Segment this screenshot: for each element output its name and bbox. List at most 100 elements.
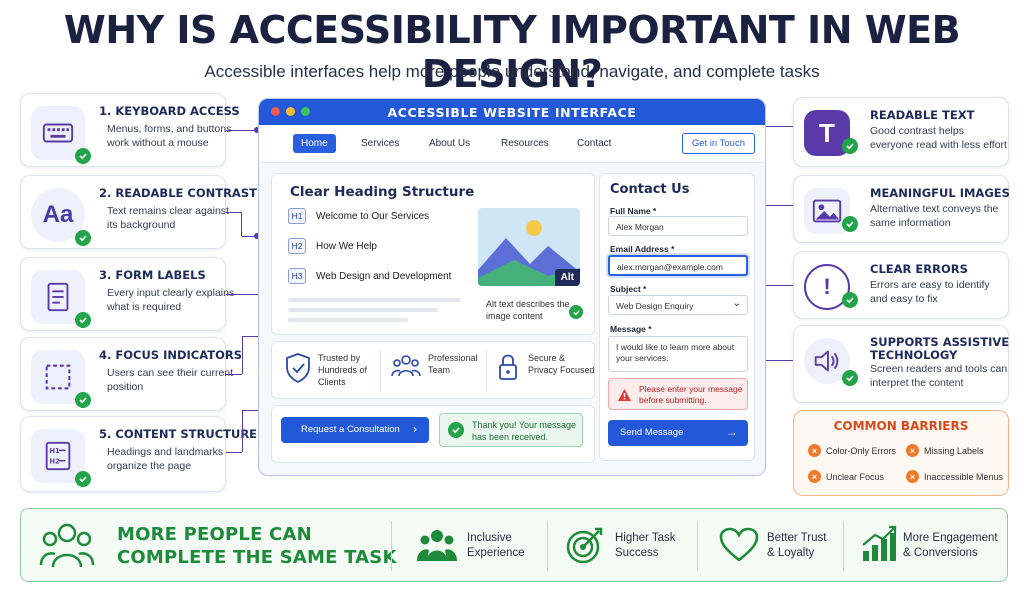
card-meaningful-images: MEANINGFUL IMAGES Alternative text conve… [793,175,1010,243]
browser-title: ACCESSIBLE WEBSITE INTERFACE [387,105,637,120]
barrier-item: ×Inaccessible Menus [906,470,1003,483]
card-text: Headings and landmarks organize the page [107,446,224,472]
connector-dot [254,233,260,239]
x-circle-icon: × [808,444,821,457]
people-group-icon [39,523,95,568]
maximize-dot-icon[interactable] [301,107,310,116]
card-text: Every input clearly explains what is req… [107,287,235,313]
name-label: Full Name * [610,206,657,216]
browser-title-bar: ACCESSIBLE WEBSITE INTERFACE [259,99,765,125]
send-message-button[interactable]: Send Message → [608,420,748,446]
card-text: Alternative text conveys the same inform… [870,203,999,229]
svg-text:H2: H2 [50,458,61,466]
users-icon [417,530,457,561]
heart-icon [719,527,759,562]
browser-window: ACCESSIBLE WEBSITE INTERFACE Home Servic… [258,98,766,476]
subject-label: Subject * [610,284,647,294]
page-title: WHY IS ACCESSIBILITY IMPORTANT IN WEB DE… [63,8,961,96]
card-keyboard-access: 1. KEYBOARD ACCESS Menus, forms, and but… [20,93,240,167]
subject-select[interactable]: Web Design Enquiry ⌄ [608,295,748,315]
card-readable-text: T READABLE TEXT Good contrast helps ever… [793,97,1009,167]
get-in-touch-button[interactable]: Get in Touch [681,133,755,154]
minimize-dot-icon[interactable] [286,107,295,116]
connector-line [766,360,793,361]
chevron-down-icon: ⌄ [732,298,741,309]
form-title: Contact Us [610,182,690,197]
divider [547,521,548,571]
card-text: Screen readers and tools can interpret t… [870,363,1008,389]
barriers-title: COMMON BARRIERS [833,419,969,433]
card-title: 3. FORM LABELS [99,268,206,282]
placeholder-line [288,298,460,302]
connector-dot [254,127,260,133]
check-icon [75,392,91,408]
card-assistive-technology: SUPPORTS ASSISTIVE TECHNOLOGY Screen rea… [793,325,1009,403]
email-label: Email Address * [610,244,675,254]
card-title: 5. CONTENT STRUCTURE [99,427,258,441]
card-form-labels: 3. FORM LABELS Every input clearly expla… [20,257,234,331]
connector-line [766,126,793,127]
site-nav: Home Services About Us Resources Contact… [259,125,765,163]
check-icon [75,148,91,164]
name-field[interactable]: Alex Morgan [608,216,748,236]
card-title: 1. KEYBOARD ACCESS [99,104,240,118]
card-focus-indicators: 4. FOCUS INDICATORS Users can see their … [20,337,242,411]
keyboard-icon [31,106,85,160]
nav-contact[interactable]: Contact [577,138,612,149]
benefit-trust: Better Trust& Loyalty [767,532,827,559]
contact-form: Contact Us Full Name * Alex Morgan Email… [599,173,755,461]
check-icon [842,138,858,154]
card-text: Errors are easy to identify and easy to … [870,279,990,305]
nav-services[interactable]: Services [361,138,400,149]
nav-resources[interactable]: Resources [501,138,549,149]
success-message: Thank you! Your message has been receive… [439,413,583,447]
barrier-item: ×Missing Labels [906,444,984,457]
nav-home[interactable]: Home [293,134,336,153]
check-icon [75,312,91,328]
connector-line [226,130,256,131]
check-icon [842,370,858,386]
card-title: 2. READABLE CONTRAST [99,186,257,200]
warning-icon [618,389,631,401]
check-icon [75,230,91,246]
lock-icon [499,354,517,380]
card-text: Users can see their current position [107,367,234,393]
nav-about-us[interactable]: About Us [429,138,471,149]
page-subtitle: Accessible interfaces help more people u… [204,62,820,81]
check-circle-icon [448,422,464,438]
barrier-item: ×Color-Only Errors [808,444,896,457]
connector-line [242,336,258,374]
email-field[interactable]: alex.morgan@example.com [608,255,748,276]
common-barriers: COMMON BARRIERS ×Color-Only Errors ×Miss… [793,410,1009,496]
divider [843,521,844,571]
connector-line [226,212,242,236]
x-circle-icon: × [808,470,821,483]
check-icon [75,471,91,487]
message-textarea[interactable]: I would like to learn more about your se… [608,336,748,372]
banner-headline: MORE PEOPLE CAN COMPLETE THE SAME TASK [117,524,397,568]
alt-badge: Alt [554,269,580,286]
check-icon [842,216,858,232]
request-consultation-button[interactable]: Request a Consultation › [281,417,429,443]
connector-line [226,374,242,375]
close-dot-icon[interactable] [271,107,280,116]
x-circle-icon: × [906,444,919,457]
connector-line [226,452,242,453]
card-title: 4. FOCUS INDICATORS [99,348,243,362]
connector-line [242,410,258,452]
feature-strip: Trusted by Hundreds of Clients Professio… [271,341,595,399]
feature-trusted: Trusted by Hundreds of Clients [284,352,384,388]
team-icon [391,355,421,377]
placeholder-line [288,308,438,312]
card-title: SUPPORTS ASSISTIVE TECHNOLOGY [870,335,1010,362]
divider [697,521,698,571]
benefit-engagement: More Engagement& Conversions [903,532,998,559]
chevron-right-icon: › [413,422,417,436]
window-controls [271,107,310,116]
alt-caption: Alt text describes the image content [486,299,570,321]
check-icon [569,305,583,319]
card-text: Menus, forms, and buttons work without a… [107,123,232,149]
